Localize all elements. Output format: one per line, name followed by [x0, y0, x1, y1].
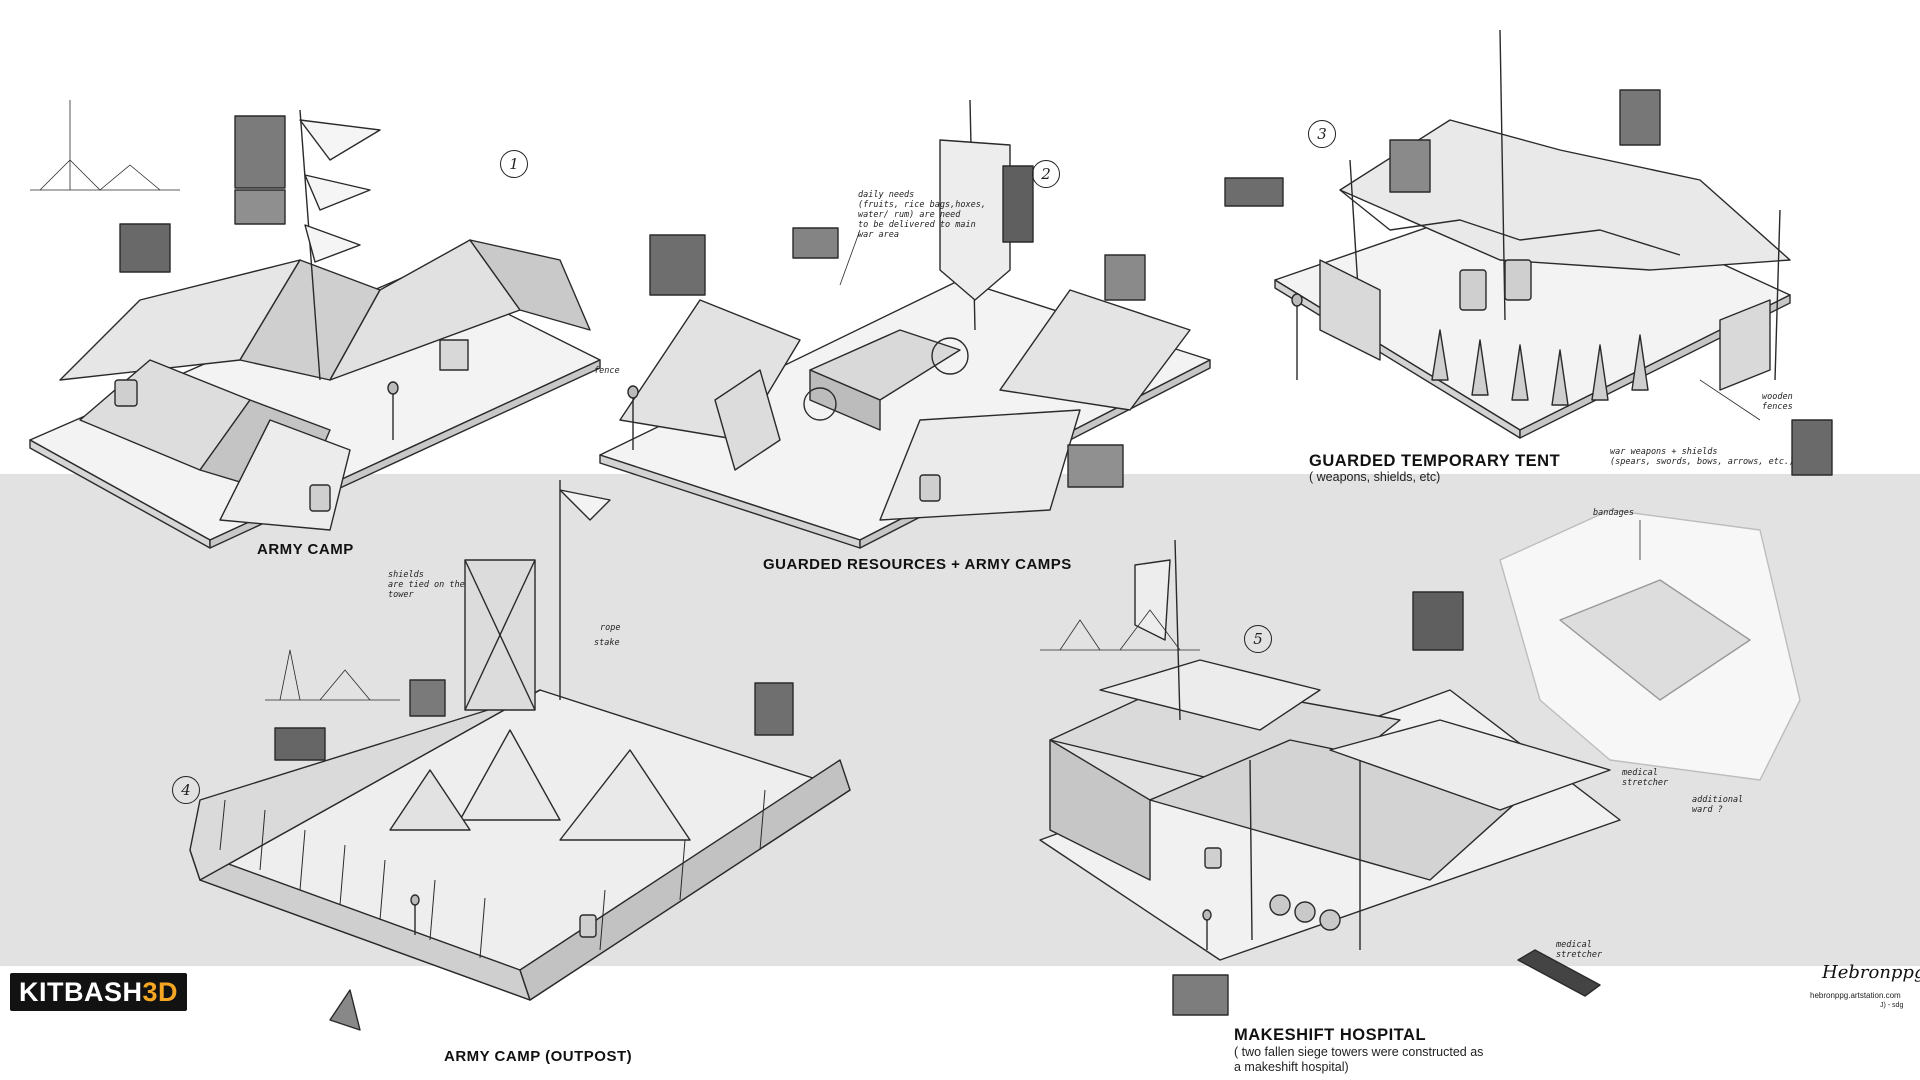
note-bandages: bandages	[1593, 508, 1634, 518]
artist-date: J) - sdg	[1880, 1002, 1904, 1009]
logo-text: KITBASH	[19, 977, 143, 1007]
caption-army-camp: ARMY CAMP	[257, 541, 354, 558]
sketch-number-1: 1	[500, 150, 528, 178]
sketch-number-3: 3	[1308, 120, 1336, 148]
caption-outpost: ARMY CAMP (OUTPOST)	[444, 1048, 633, 1065]
note-stake: stake	[594, 638, 620, 648]
kitbash3d-logo: KITBASH3D	[10, 973, 188, 1011]
caption-guarded-resources: GUARDED RESOURCES + ARMY CAMPS	[763, 556, 1072, 573]
guarded-tent-sketch	[1224, 29, 1833, 476]
caption-guarded-tent: GUARDED TEMPORARY TENT	[1309, 452, 1561, 470]
army-camp-sketch	[29, 100, 601, 549]
note-medical-stretcher-2: medical stretcher	[1556, 940, 1603, 960]
sketch-number-4: 4	[172, 776, 200, 804]
note-daily-needs: daily needs (fruits, rice bags,hoxes, wa…	[858, 190, 986, 240]
note-rope: rope	[600, 623, 621, 633]
sketch-number-2: 2	[1032, 160, 1060, 188]
guarded-resources-sketch	[599, 99, 1211, 549]
makeshift-hospital-sketch	[1039, 509, 1801, 1016]
note-war-weapons: war weapons + shields (spears, swords, b…	[1610, 447, 1795, 467]
sketch-number-5: 5	[1244, 625, 1272, 653]
caption-hospital-sub-1: ( two fallen siege towers were construct…	[1234, 1045, 1484, 1059]
caption-hospital-sub-2: a makeshift hospital)	[1234, 1060, 1349, 1074]
note-wooden-fences: wooden fences	[1762, 392, 1793, 412]
caption-guarded-tent-sub: ( weapons, shields, etc)	[1309, 470, 1441, 484]
outpost-sketch	[189, 480, 851, 1031]
note-shields-tied: shields are tied on the tower	[388, 570, 465, 600]
note-fence: fence	[594, 366, 620, 376]
artist-signature: Hebronppg	[1822, 962, 1920, 983]
note-additional-ward: additional ward ?	[1692, 795, 1744, 815]
note-medical-stretcher: medical stretcher	[1622, 768, 1669, 788]
artist-url: hebronppg.artstation.com	[1810, 991, 1901, 1000]
caption-hospital: MAKESHIFT HOSPITAL	[1234, 1026, 1427, 1044]
logo-accent-text: 3D	[142, 977, 179, 1007]
